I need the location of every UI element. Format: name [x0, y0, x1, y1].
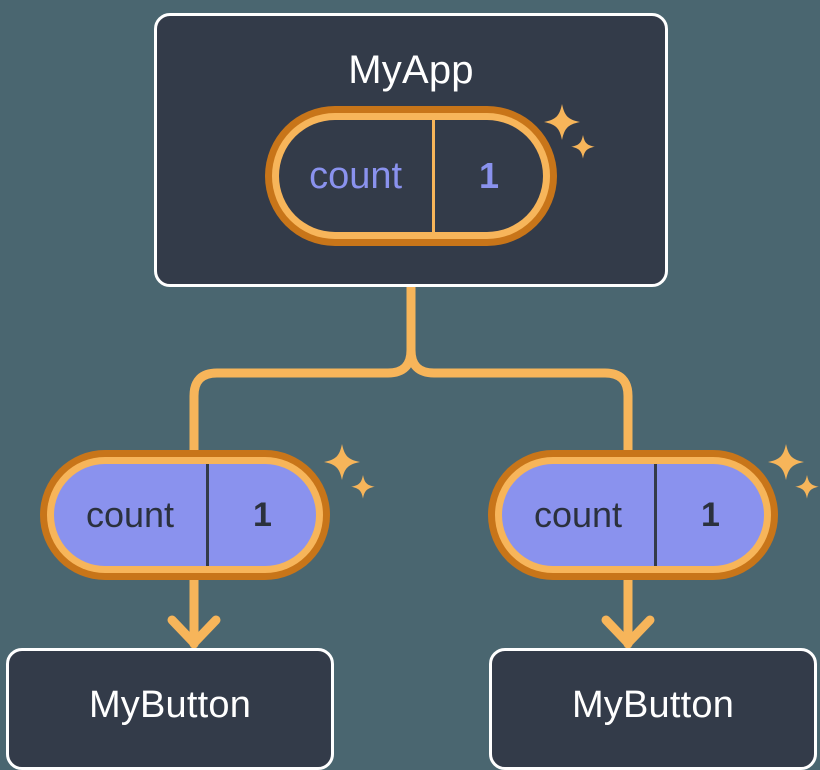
arrow-down-icon-right [601, 615, 655, 648]
state-pill-myapp[interactable]: count 1 [265, 106, 557, 246]
state-value-label: 1 [653, 464, 764, 566]
state-pill-face: count 1 [502, 464, 764, 566]
state-key-label: count [309, 154, 403, 197]
state-key-label: count [85, 494, 175, 535]
component-title-myapp: MyApp [348, 48, 474, 92]
state-pill-face: count 1 [279, 120, 543, 232]
component-box-mybutton-left[interactable]: MyButton [6, 648, 334, 770]
arrow-down-icon-left [167, 615, 221, 648]
state-pill-inner-ring: count 1 [272, 113, 550, 239]
state-value-label: 1 [432, 120, 543, 232]
component-title-mybutton-right: MyButton [571, 684, 735, 726]
state-pill-mybutton-left[interactable]: count 1 [40, 450, 330, 580]
state-pill-inner-ring: count 1 [495, 457, 771, 573]
state-pill-mybutton-right[interactable]: count 1 [488, 450, 778, 580]
connector-myapp-to-child-right [406, 345, 633, 457]
state-pill-face: count 1 [54, 464, 316, 566]
component-box-mybutton-right[interactable]: MyButton [489, 648, 817, 770]
connector-myapp-to-children [189, 282, 416, 457]
state-value-label: 1 [205, 464, 316, 566]
state-pill-inner-ring: count 1 [47, 457, 323, 573]
component-title-mybutton-left: MyButton [88, 684, 252, 726]
state-key-label: count [533, 494, 623, 535]
